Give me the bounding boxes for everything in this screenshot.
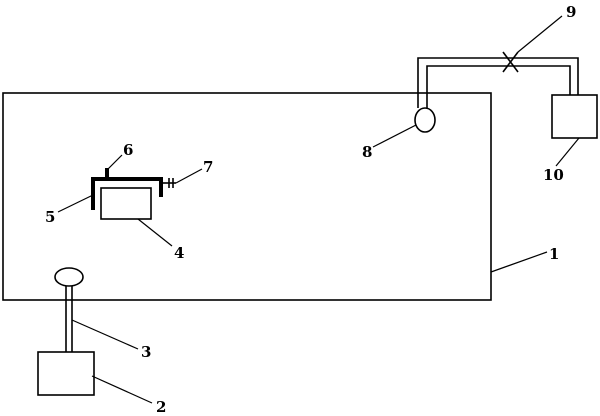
label-10: 10: [543, 166, 564, 184]
outlet-nozzle: [414, 107, 436, 133]
label-8: 8: [362, 143, 372, 161]
label-9: 9: [566, 3, 576, 21]
valve-cross-b: [502, 51, 519, 73]
leader-9: [517, 15, 563, 53]
upper-box: [551, 94, 598, 139]
label-2: 2: [156, 398, 166, 416]
label-7: 7: [203, 158, 213, 176]
main-chamber: [2, 92, 492, 301]
lower-nozzle: [54, 267, 84, 287]
leader-2: [91, 375, 153, 404]
inner-box: [100, 187, 152, 220]
leader-4: [137, 218, 173, 247]
leader-3: [71, 319, 139, 350]
upper-pipe-inner: [426, 65, 571, 108]
leader-6: [106, 154, 123, 171]
upper-pipe-outer: [417, 57, 579, 108]
leader-7: [175, 168, 203, 184]
lower-box: [37, 351, 95, 396]
label-3: 3: [141, 343, 151, 361]
leader-10: [555, 137, 580, 167]
label-4: 4: [174, 244, 184, 262]
label-6: 6: [123, 141, 133, 159]
label-1: 1: [549, 245, 559, 263]
bracket: [91, 177, 163, 210]
leader-8: [372, 124, 417, 148]
leader-5: [57, 194, 94, 213]
leader-1: [490, 251, 548, 273]
label-5: 5: [45, 208, 55, 226]
